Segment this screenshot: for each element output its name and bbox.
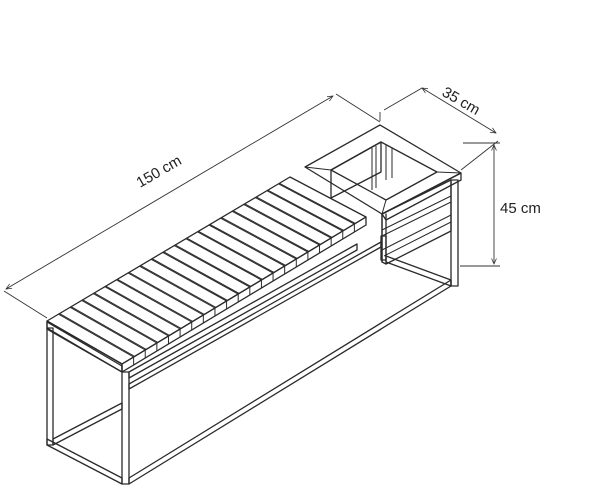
planter-box [304,124,462,265]
seat-top [46,176,367,373]
seat-slat-edge [70,306,147,350]
dimension-150-cm: 150 cm [3,93,381,319]
seat-slat-edge [69,306,146,351]
steel-frame [46,179,459,485]
seat-slat-edge [82,299,159,343]
seat-slat-edge [58,313,134,358]
seat-slat-edge [94,292,170,336]
seat-slats [58,182,356,365]
dimension-35-cm: 35 cm [379,84,499,171]
seat-slat-edge [59,313,135,357]
seat-slat-edge [105,285,182,329]
depth-label: 35 cm [439,84,483,119]
height-label: 45 cm [500,200,541,217]
length-label: 150 cm [134,152,185,191]
seat-slat-edge [104,286,181,330]
seat-slat-edge [81,299,158,344]
dimension-45-cm: 45 cm [460,142,541,267]
seat-slat-edge [93,293,169,337]
